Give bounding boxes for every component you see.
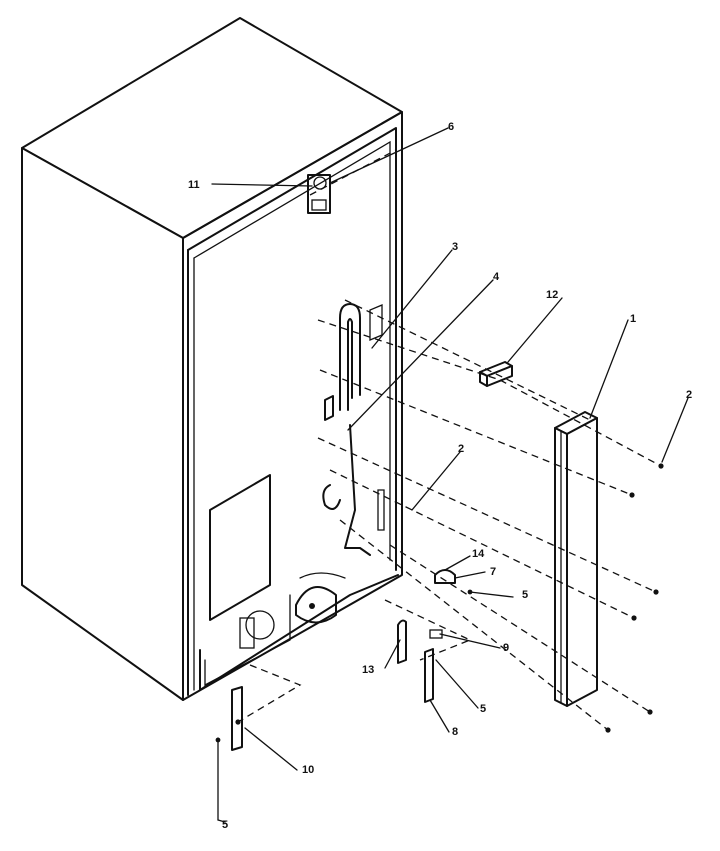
callout-12: 12: [546, 289, 558, 301]
condenser-tubing: [322, 303, 385, 556]
callout-7: 7: [490, 566, 496, 578]
callout-5: 5: [222, 819, 228, 831]
callout-1: 1: [630, 313, 636, 325]
callout-10: 10: [302, 764, 314, 776]
rating-label: [209, 474, 271, 621]
lower-parts: [215, 569, 473, 821]
callout-2: 2: [686, 389, 692, 401]
assembly-lines: [237, 149, 662, 731]
compressor-area: [239, 572, 346, 649]
callout-labels: 1 2 2 3 4 5 5 5 6 7 8 9 10 11 12 13 14: [188, 121, 692, 831]
callout-11: 11: [188, 179, 200, 191]
screws-right: [605, 463, 664, 733]
side-trim-part: [554, 411, 598, 707]
callout-3: 3: [452, 241, 458, 253]
callout-6: 6: [448, 121, 454, 133]
top-hinge: [307, 174, 331, 214]
callout-4: 4: [493, 271, 500, 283]
cabinet: [21, 17, 403, 701]
callout-5: 5: [480, 703, 486, 715]
callout-8: 8: [452, 726, 458, 738]
callout-9: 9: [503, 642, 509, 654]
callout-13: 13: [362, 664, 374, 676]
callout-5: 5: [522, 589, 528, 601]
callout-2: 2: [458, 443, 464, 455]
leader-lines: [211, 127, 689, 823]
spacer-block: [479, 361, 513, 387]
callout-14: 14: [472, 548, 485, 560]
